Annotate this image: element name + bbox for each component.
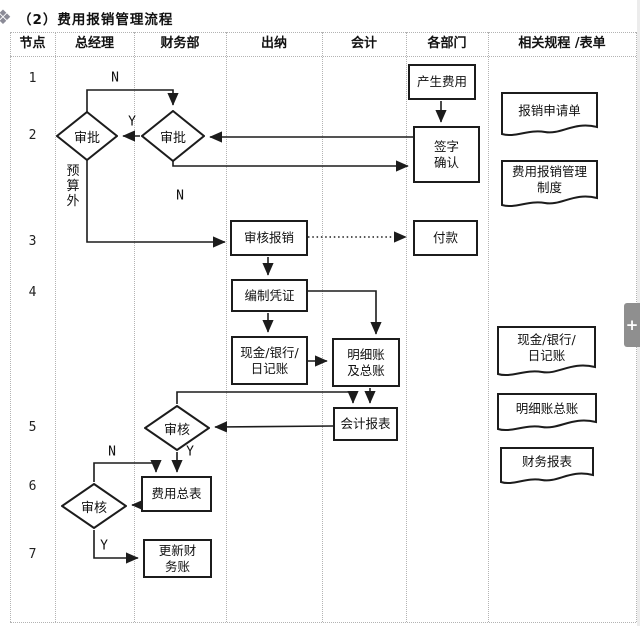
document-label: 财务报表 [521,454,572,470]
column-header-gm: 总经理 [74,36,114,51]
document-cash-bank-journal: 现金/银行/ 日记账 [497,326,596,378]
edge-label-y: Y [128,114,136,130]
process-update-financial-account: 更新财 务账 [143,539,212,578]
column-header-cashier: 出纳 [260,36,287,51]
column-header-node: 节点 [19,36,46,51]
process-sign-confirm: 签字 确认 [413,126,480,183]
diamond-bullet-icon: ❖ [0,5,12,29]
process-expense-summary: 费用总表 [141,476,212,512]
edge-label-n: N [108,444,116,460]
node-number-4: 4 [28,285,37,300]
edge-label-over-budget: 预 算 外 [66,164,80,209]
grid-line [406,32,407,622]
page-title: （2）费用报销管理流程 [18,12,174,28]
column-header-finance: 财务部 [160,36,200,51]
document-reimburse-request-form: 报销申请单 [501,92,598,138]
grid-line [134,32,135,622]
grid-line [322,32,323,622]
node-number-5: 5 [28,420,37,435]
grid-line [10,622,636,623]
document-financial-report: 财务报表 [500,447,594,486]
process-detail-general-ledger: 明细账 及总账 [332,338,400,387]
decision-label: 审核 [163,422,190,438]
document-label: 报销申请单 [518,102,581,118]
column-header-procedures: 相关规程 /表单 [518,36,606,51]
process-audit-reimburse: 审核报销 [230,220,308,256]
node-number-7: 7 [28,547,37,562]
decision-gm-audit: 审核 [61,483,127,529]
decision-gm-approve: 审批 [56,111,118,161]
column-header-accountant: 会计 [350,36,377,51]
process-payment: 付款 [413,220,478,256]
process-cash-bank-journal: 现金/银行/ 日记账 [231,336,308,385]
decision-label: 审批 [159,130,186,146]
edge-label-n: N [111,70,119,86]
grid-line [10,32,11,622]
grid-line [55,32,56,622]
grid-line [10,32,636,33]
document-detail-general-ledger: 明细账总账 [497,393,597,433]
grid-line [226,32,227,622]
document-expense-policy: 费用报销管理 制度 [501,160,598,209]
document-label: 现金/银行/ 日记账 [517,331,576,363]
document-label: 费用报销管理 制度 [511,164,587,195]
process-prepare-voucher: 编制凭证 [231,279,308,312]
process-accounting-report: 会计报表 [333,407,398,441]
decision-label: 审核 [80,500,107,516]
grid-line [10,56,636,57]
plus-icon: + [625,316,639,334]
edge-label-n: N [176,188,184,204]
column-header-departments: 各部门 [427,36,467,51]
node-number-6: 6 [28,479,37,494]
process-generate-expense: 产生费用 [408,64,476,100]
edge-label-y: Y [186,444,194,460]
decision-finance-approve: 审批 [141,110,205,162]
node-number-1: 1 [28,71,37,86]
node-number-2: 2 [28,128,37,143]
decision-label: 审批 [73,130,100,146]
node-number-3: 3 [28,234,37,249]
grid-line [488,32,489,622]
edge-label-y: Y [100,538,108,554]
document-label: 明细账总账 [515,400,579,416]
sidebar-expand-tab[interactable]: + [624,303,640,347]
decision-finance-audit: 审核 [144,405,210,451]
